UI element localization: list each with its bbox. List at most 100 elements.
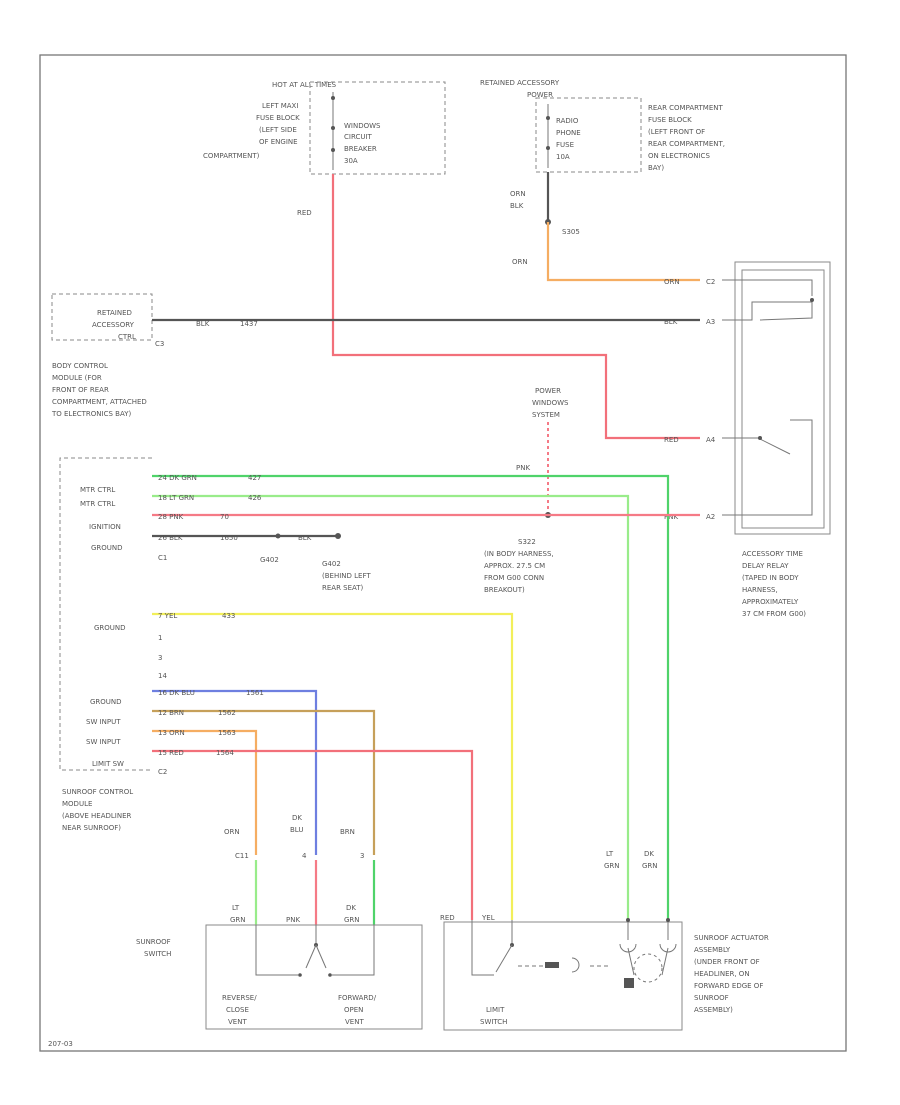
svg-text:POWER: POWER xyxy=(535,387,561,395)
pin-3-label: 3 xyxy=(158,654,162,662)
radio-fuse-terminal-top xyxy=(546,116,550,120)
svg-text:RETAINED: RETAINED xyxy=(97,309,132,317)
switch-reverse-terminal xyxy=(298,973,302,977)
svg-text:FUSE BLOCK: FUSE BLOCK xyxy=(648,116,692,124)
svg-text:CIRCUIT: CIRCUIT xyxy=(344,133,373,141)
red-limit-wire-label: 15 RED xyxy=(158,749,184,757)
limit-switch-left-lead xyxy=(471,920,494,976)
sunroof-actuator-box xyxy=(443,921,683,1031)
motor-symbol-base xyxy=(624,978,634,988)
relay-pin-a3: A3 xyxy=(706,318,715,326)
svg-text:GRN: GRN xyxy=(604,862,620,870)
svg-text:BREAKER: BREAKER xyxy=(344,145,377,153)
dk-grn-wire-label: 24 DK GRN xyxy=(158,474,197,482)
pnk-wire-label: PNK xyxy=(516,464,530,472)
svg-text:OF ENGINE: OF ENGINE xyxy=(259,138,298,146)
svg-text:COMPARTMENT): COMPARTMENT) xyxy=(203,152,260,160)
switch-forward-terminal xyxy=(328,973,332,977)
svg-text:POWER: POWER xyxy=(527,91,553,99)
connector-c11-label: C11 xyxy=(235,852,249,860)
accessory-time-delay-relay-label: ACCESSORY TIME DELAY RELAY (TAPED IN BOD… xyxy=(742,550,806,618)
bcm-connector-c3: C3 xyxy=(155,340,164,348)
circuit-427-label: 427 xyxy=(248,474,261,482)
pnk-ignition-wire-label: 28 PNK xyxy=(158,513,184,521)
reverse-close-vent-label: REVERSE/ CLOSE VENT xyxy=(222,994,257,1026)
relay-red-wire-label: RED xyxy=(664,436,679,444)
motor-terminal-right xyxy=(666,918,670,922)
relay-coil xyxy=(722,301,813,321)
motor-brush-left xyxy=(619,943,637,953)
breaker-terminal-top xyxy=(331,96,335,100)
motor-terminal-left xyxy=(626,918,630,922)
svg-text:G402: G402 xyxy=(322,560,341,568)
lt-grn-wire xyxy=(152,494,630,920)
svg-text:LT: LT xyxy=(232,904,240,912)
left-maxi-fuse-label: LEFT MAXI FUSE BLOCK (LEFT SIDE OF ENGIN… xyxy=(203,102,300,160)
relay-blk-wire-label: BLK xyxy=(664,318,678,326)
sunroof-control-module-box xyxy=(59,457,152,771)
svg-text:BREAKOUT): BREAKOUT) xyxy=(484,586,525,594)
ground-g402-symbol xyxy=(335,533,341,539)
svg-text:BODY CONTROL: BODY CONTROL xyxy=(52,362,108,370)
svg-text:HARNESS,: HARNESS, xyxy=(742,586,778,594)
motor-brush-right xyxy=(659,943,677,953)
svg-text:S322: S322 xyxy=(518,538,536,546)
lt-grn-wire-label: 18 LT GRN xyxy=(158,494,194,502)
blk-wire-label: BLK xyxy=(196,320,210,328)
svg-text:DK: DK xyxy=(292,814,302,822)
svg-text:REAR SEAT): REAR SEAT) xyxy=(322,584,364,592)
pin-1-label: 1 xyxy=(158,634,162,642)
svg-text:RADIO: RADIO xyxy=(556,117,579,125)
radio-fuse-terminal-bottom xyxy=(546,146,550,150)
relay-inner-box xyxy=(741,269,825,529)
dk-grn-switch-label: DK GRN xyxy=(344,904,360,924)
lt-grn-drop-label: LT GRN xyxy=(604,850,620,870)
diagram-frame xyxy=(39,54,847,1052)
switch-reverse-lead xyxy=(255,925,298,976)
sunroof-switch-label: SUNROOF SWITCH xyxy=(136,938,171,958)
relay-orn-wire-label: ORN xyxy=(664,278,680,286)
pnk-switch-label: PNK xyxy=(286,916,300,924)
svg-text:WINDOWS: WINDOWS xyxy=(532,399,569,407)
svg-text:SUNROOF: SUNROOF xyxy=(136,938,171,946)
svg-text:(ABOVE HEADLINER: (ABOVE HEADLINER xyxy=(62,812,132,820)
g402-blk-label: BLK xyxy=(298,534,312,542)
svg-text:REAR COMPARTMENT: REAR COMPARTMENT xyxy=(648,104,723,112)
svg-text:DELAY RELAY: DELAY RELAY xyxy=(742,562,789,570)
connector-3-label: 3 xyxy=(360,852,364,860)
sunroof-control-module-label: SUNROOF CONTROL MODULE (ABOVE HEADLINER … xyxy=(62,788,133,832)
lt-grn-switch-label: LT GRN xyxy=(230,904,246,924)
breaker-terminal-mid xyxy=(331,126,335,130)
orn-switch-wire-label: 13 ORN xyxy=(158,729,185,737)
svg-text:FROM G00 CONN: FROM G00 CONN xyxy=(484,574,544,582)
svg-text:37 CM FROM G00): 37 CM FROM G00) xyxy=(742,610,806,618)
svg-text:10A: 10A xyxy=(556,153,570,161)
power-windows-system-label: POWER WINDOWS SYSTEM xyxy=(532,387,569,419)
svg-text:WINDOWS: WINDOWS xyxy=(344,122,381,130)
dk-grn-drop-label: DK GRN xyxy=(642,850,658,870)
circuit-1437-label: 1437 xyxy=(240,320,258,328)
orn-wire-label: ORN xyxy=(512,258,528,266)
limit-sw-label: LIMIT SW xyxy=(92,760,124,768)
svg-text:LT: LT xyxy=(606,850,614,858)
svg-text:TO ELECTRONICS BAY): TO ELECTRONICS BAY) xyxy=(51,410,131,418)
orn-blk-wire-label: ORN BLK xyxy=(510,190,526,210)
svg-text:VENT: VENT xyxy=(228,1018,247,1026)
brn-wire xyxy=(152,709,376,855)
orn-switch-wire xyxy=(152,729,258,855)
svg-text:LEFT MAXI: LEFT MAXI xyxy=(262,102,298,110)
svg-text:ASSEMBLY: ASSEMBLY xyxy=(694,946,731,954)
relay-contact-return xyxy=(722,419,813,516)
motor-winding-right xyxy=(661,947,669,976)
svg-text:SYSTEM: SYSTEM xyxy=(532,411,560,419)
svg-text:VENT: VENT xyxy=(345,1018,364,1026)
svg-text:(IN BODY HARNESS,: (IN BODY HARNESS, xyxy=(484,550,554,558)
switch-forward-lead xyxy=(332,925,375,976)
blk-ground-wire-label: 26 BLK xyxy=(158,534,183,542)
svg-text:COMPARTMENT, ATTACHED: COMPARTMENT, ATTACHED xyxy=(52,398,147,406)
svg-text:NEAR SUNROOF): NEAR SUNROOF) xyxy=(62,824,121,832)
svg-text:DK: DK xyxy=(644,850,654,858)
svg-text:GRN: GRN xyxy=(230,916,246,924)
